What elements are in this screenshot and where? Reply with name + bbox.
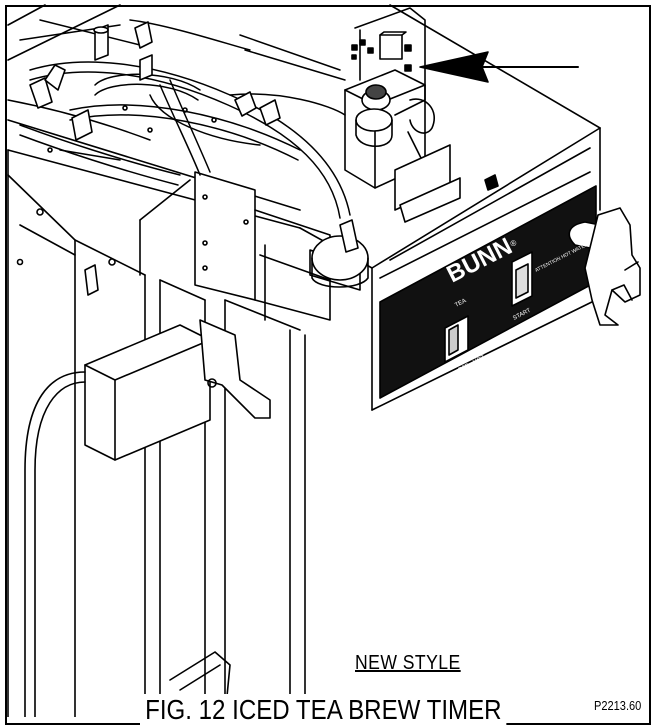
lower-bracket bbox=[24, 319, 271, 717]
pointer-arrow bbox=[419, 51, 579, 83]
brew-timer bbox=[344, 7, 499, 223]
housing bbox=[7, 4, 601, 411]
part-number: P2213.60 bbox=[594, 698, 642, 713]
new-style-caption: NEW STYLE bbox=[355, 652, 461, 674]
tea-label: TEA bbox=[454, 298, 467, 309]
iced-label: ICED bbox=[440, 372, 456, 384]
start-switch[interactable] bbox=[511, 251, 533, 307]
hot-label: HOT bbox=[472, 355, 486, 366]
cabinet-frame bbox=[7, 174, 306, 717]
faucet[interactable] bbox=[568, 207, 641, 326]
brand-mark: ® bbox=[509, 238, 518, 249]
off-label: OFF bbox=[457, 363, 471, 374]
figure-title: FIG. 12 ICED TEA BREW TIMER bbox=[140, 694, 507, 726]
fittings bbox=[29, 21, 359, 296]
tea-switch[interactable] bbox=[444, 315, 469, 363]
